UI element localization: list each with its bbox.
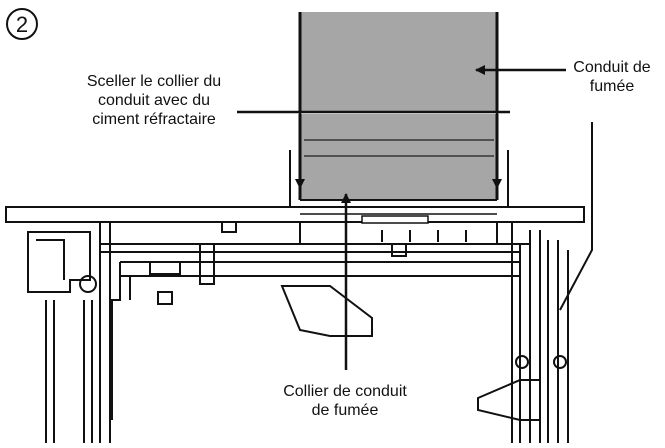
chimney-flue-line-2: fumée bbox=[589, 78, 635, 95]
seal-instruction-line-2: conduit avec du bbox=[97, 92, 211, 109]
flue-collar-line-2: de fumée bbox=[311, 402, 379, 419]
stove-body-frame bbox=[27, 122, 593, 443]
seal-instruction-label: Sceller le collier du conduit avec du ci… bbox=[68, 72, 240, 129]
chimney-flue-label: Conduit de fumée bbox=[562, 58, 662, 96]
seal-instruction-line-1: Sceller le collier du bbox=[86, 73, 222, 90]
chimney-flue-pipe bbox=[298, 12, 499, 112]
chimney-flue-line-1: Conduit de bbox=[573, 59, 651, 76]
stove-top-plate bbox=[5, 206, 585, 224]
flue-collar-line-1: Collier de conduit bbox=[283, 383, 407, 400]
seal-instruction-pointer bbox=[237, 110, 510, 189]
seal-instruction-line-3: ciment réfractaire bbox=[92, 111, 216, 128]
step-number-badge: 2 bbox=[6, 8, 38, 40]
flue-collar-label: Collier de conduit de fumée bbox=[260, 382, 430, 420]
flue-collar bbox=[289, 114, 509, 211]
